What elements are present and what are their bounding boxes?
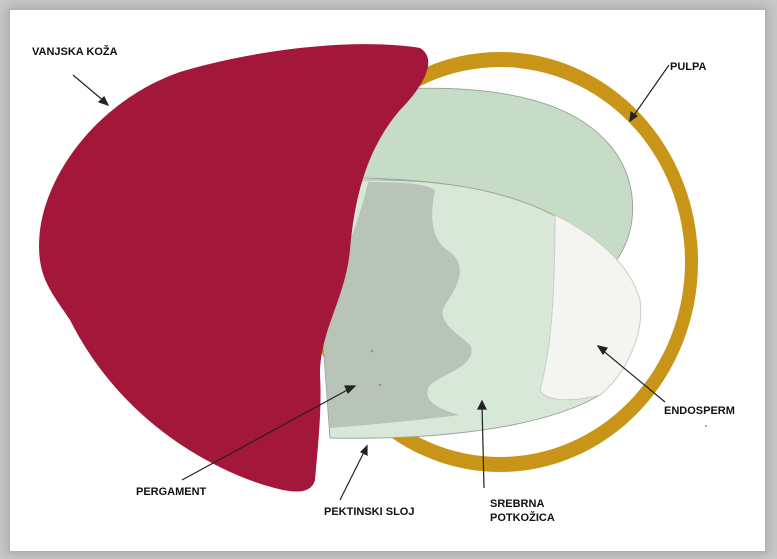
label-silver-skin-line1: SREBRNA <box>490 498 545 510</box>
label-pectin-layer: PEKTINSKI SLOJ <box>324 506 415 518</box>
label-endosperm: ENDOSPERM <box>664 405 735 417</box>
label-silver-skin-line2: POTKOŽICA <box>490 512 555 524</box>
stray-dot <box>705 425 707 427</box>
arrow-silver-skin <box>481 404 485 489</box>
core-speck <box>370 349 374 353</box>
label-outer-skin: VANJSKA KOŽA <box>32 46 118 58</box>
arrow-parchment <box>181 387 352 481</box>
annotation-arrows <box>72 64 670 501</box>
arrowhead-pulp <box>629 110 639 123</box>
core-speck <box>378 383 382 387</box>
arrowhead-parchment <box>344 385 357 395</box>
arrowhead-pectin <box>359 444 368 456</box>
arrowhead-endosperm <box>596 345 608 356</box>
endosperm-region <box>539 214 642 401</box>
arrow-endosperm <box>600 348 666 403</box>
label-pulp: PULPA <box>670 61 707 73</box>
arrowhead-silver-skin <box>477 399 487 410</box>
bean-core <box>320 182 472 428</box>
arrow-pulp <box>631 64 670 119</box>
arrowhead-outer-skin <box>97 95 110 107</box>
arrow-pectin <box>339 449 366 501</box>
outer-skin <box>39 44 429 492</box>
arrow-outer-skin <box>72 74 106 103</box>
label-parchment: PERGAMENT <box>136 486 207 498</box>
